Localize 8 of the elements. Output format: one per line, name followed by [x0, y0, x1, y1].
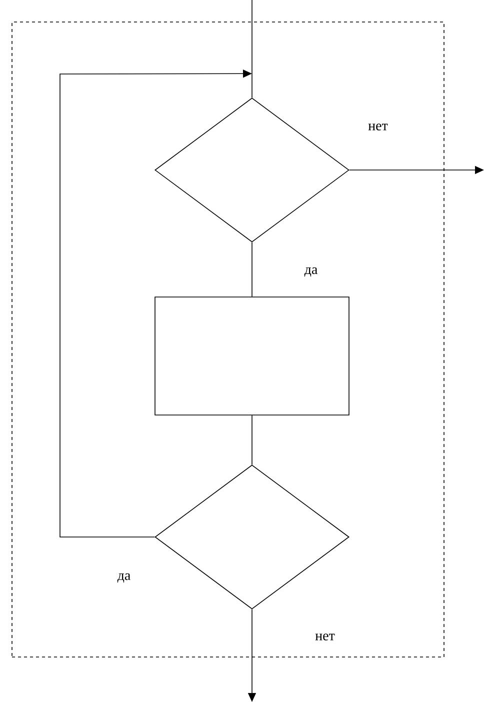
edge-label: да — [303, 266, 319, 278]
decision-diamond — [154, 464, 350, 610]
process-box — [154, 296, 350, 416]
decision-diamond — [154, 98, 350, 242]
edge-label: нет — [367, 122, 389, 132]
dashed-frame — [12, 22, 444, 658]
edge-label: нет — [314, 632, 336, 642]
edge-label: да — [116, 572, 132, 584]
